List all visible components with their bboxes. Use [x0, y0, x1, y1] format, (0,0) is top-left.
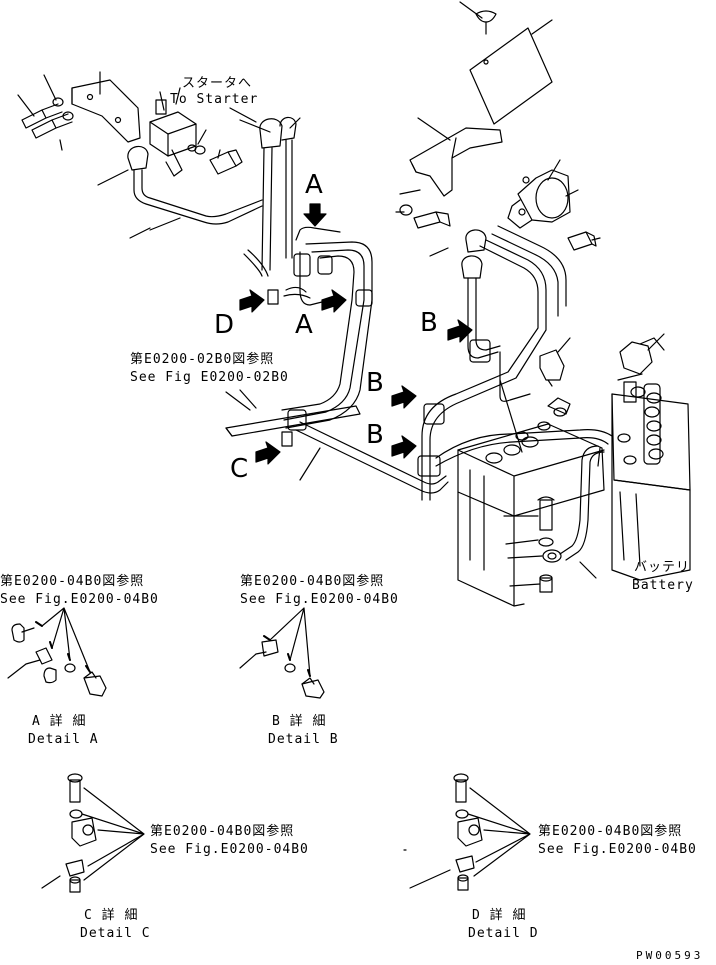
battery-left: [457, 397, 605, 607]
battery-right: [611, 333, 691, 581]
detail-b-title-en: Detail B: [268, 732, 339, 747]
view-letter-a-top: A: [305, 170, 323, 200]
detail-c-title-en: Detail C: [80, 926, 151, 941]
starter-label-en: To Starter: [170, 92, 259, 107]
ref-detail-a-jp: 第E0200-04B0図参照: [0, 574, 145, 589]
battery-label-en: Battery: [632, 578, 694, 593]
ref-detail-a-en: See Fig.E0200-04B0: [0, 592, 159, 607]
view-letter-b-top: B: [420, 308, 438, 338]
ref-02b0-jp: 第E0200-02B0図参照: [130, 352, 275, 367]
detail-d-drawing: [403, 773, 531, 891]
ref-detail-d-jp: 第E0200-04B0図参照: [538, 824, 683, 839]
detail-b-title-jp: B 詳 細: [272, 714, 327, 729]
battery-label-jp: バッテリ: [634, 560, 691, 575]
battery-hardware: [503, 445, 605, 593]
starter-label-jp: スタータへ: [182, 76, 253, 91]
left-harness: [129, 169, 263, 239]
drawing-code: PW00593: [636, 949, 704, 962]
view-letter-d: D: [214, 310, 235, 340]
ref-detail-d-en: See Fig.E0200-04B0: [538, 842, 697, 857]
starter-wires: [239, 116, 301, 277]
left-bracket-assembly: [17, 71, 243, 186]
ref-detail-b-en: See Fig.E0200-04B0: [240, 592, 399, 607]
ref-detail-b-jp: 第E0200-04B0図参照: [240, 574, 385, 589]
view-letter-c: C: [230, 454, 249, 484]
detail-b-drawing: [239, 607, 325, 699]
detail-c-title-jp: C 詳 細: [84, 908, 139, 923]
ref-detail-c-jp: 第E0200-04B0図参照: [150, 824, 295, 839]
detail-d-title-en: Detail D: [468, 926, 539, 941]
right-top-assembly: [395, 1, 601, 279]
center-harness: [225, 226, 449, 494]
detail-c-drawing: [41, 773, 145, 893]
detail-a-title-jp: A 詳 細: [32, 714, 87, 729]
detail-a-title-en: Detail A: [28, 732, 99, 747]
detail-a-drawing: [7, 607, 107, 697]
view-letter-b-mid: B: [366, 368, 384, 398]
ref-02b0-en: See Fig E0200-02B0: [130, 370, 289, 385]
view-letter-a-mid: A: [295, 310, 313, 340]
ref-detail-c-en: See Fig.E0200-04B0: [150, 842, 309, 857]
detail-d-title-jp: D 詳 細: [472, 908, 527, 923]
reference-leaders: [229, 107, 601, 467]
right-harness: [417, 225, 613, 501]
view-letter-b-low: B: [366, 420, 384, 450]
view-arrows: [239, 203, 473, 465]
